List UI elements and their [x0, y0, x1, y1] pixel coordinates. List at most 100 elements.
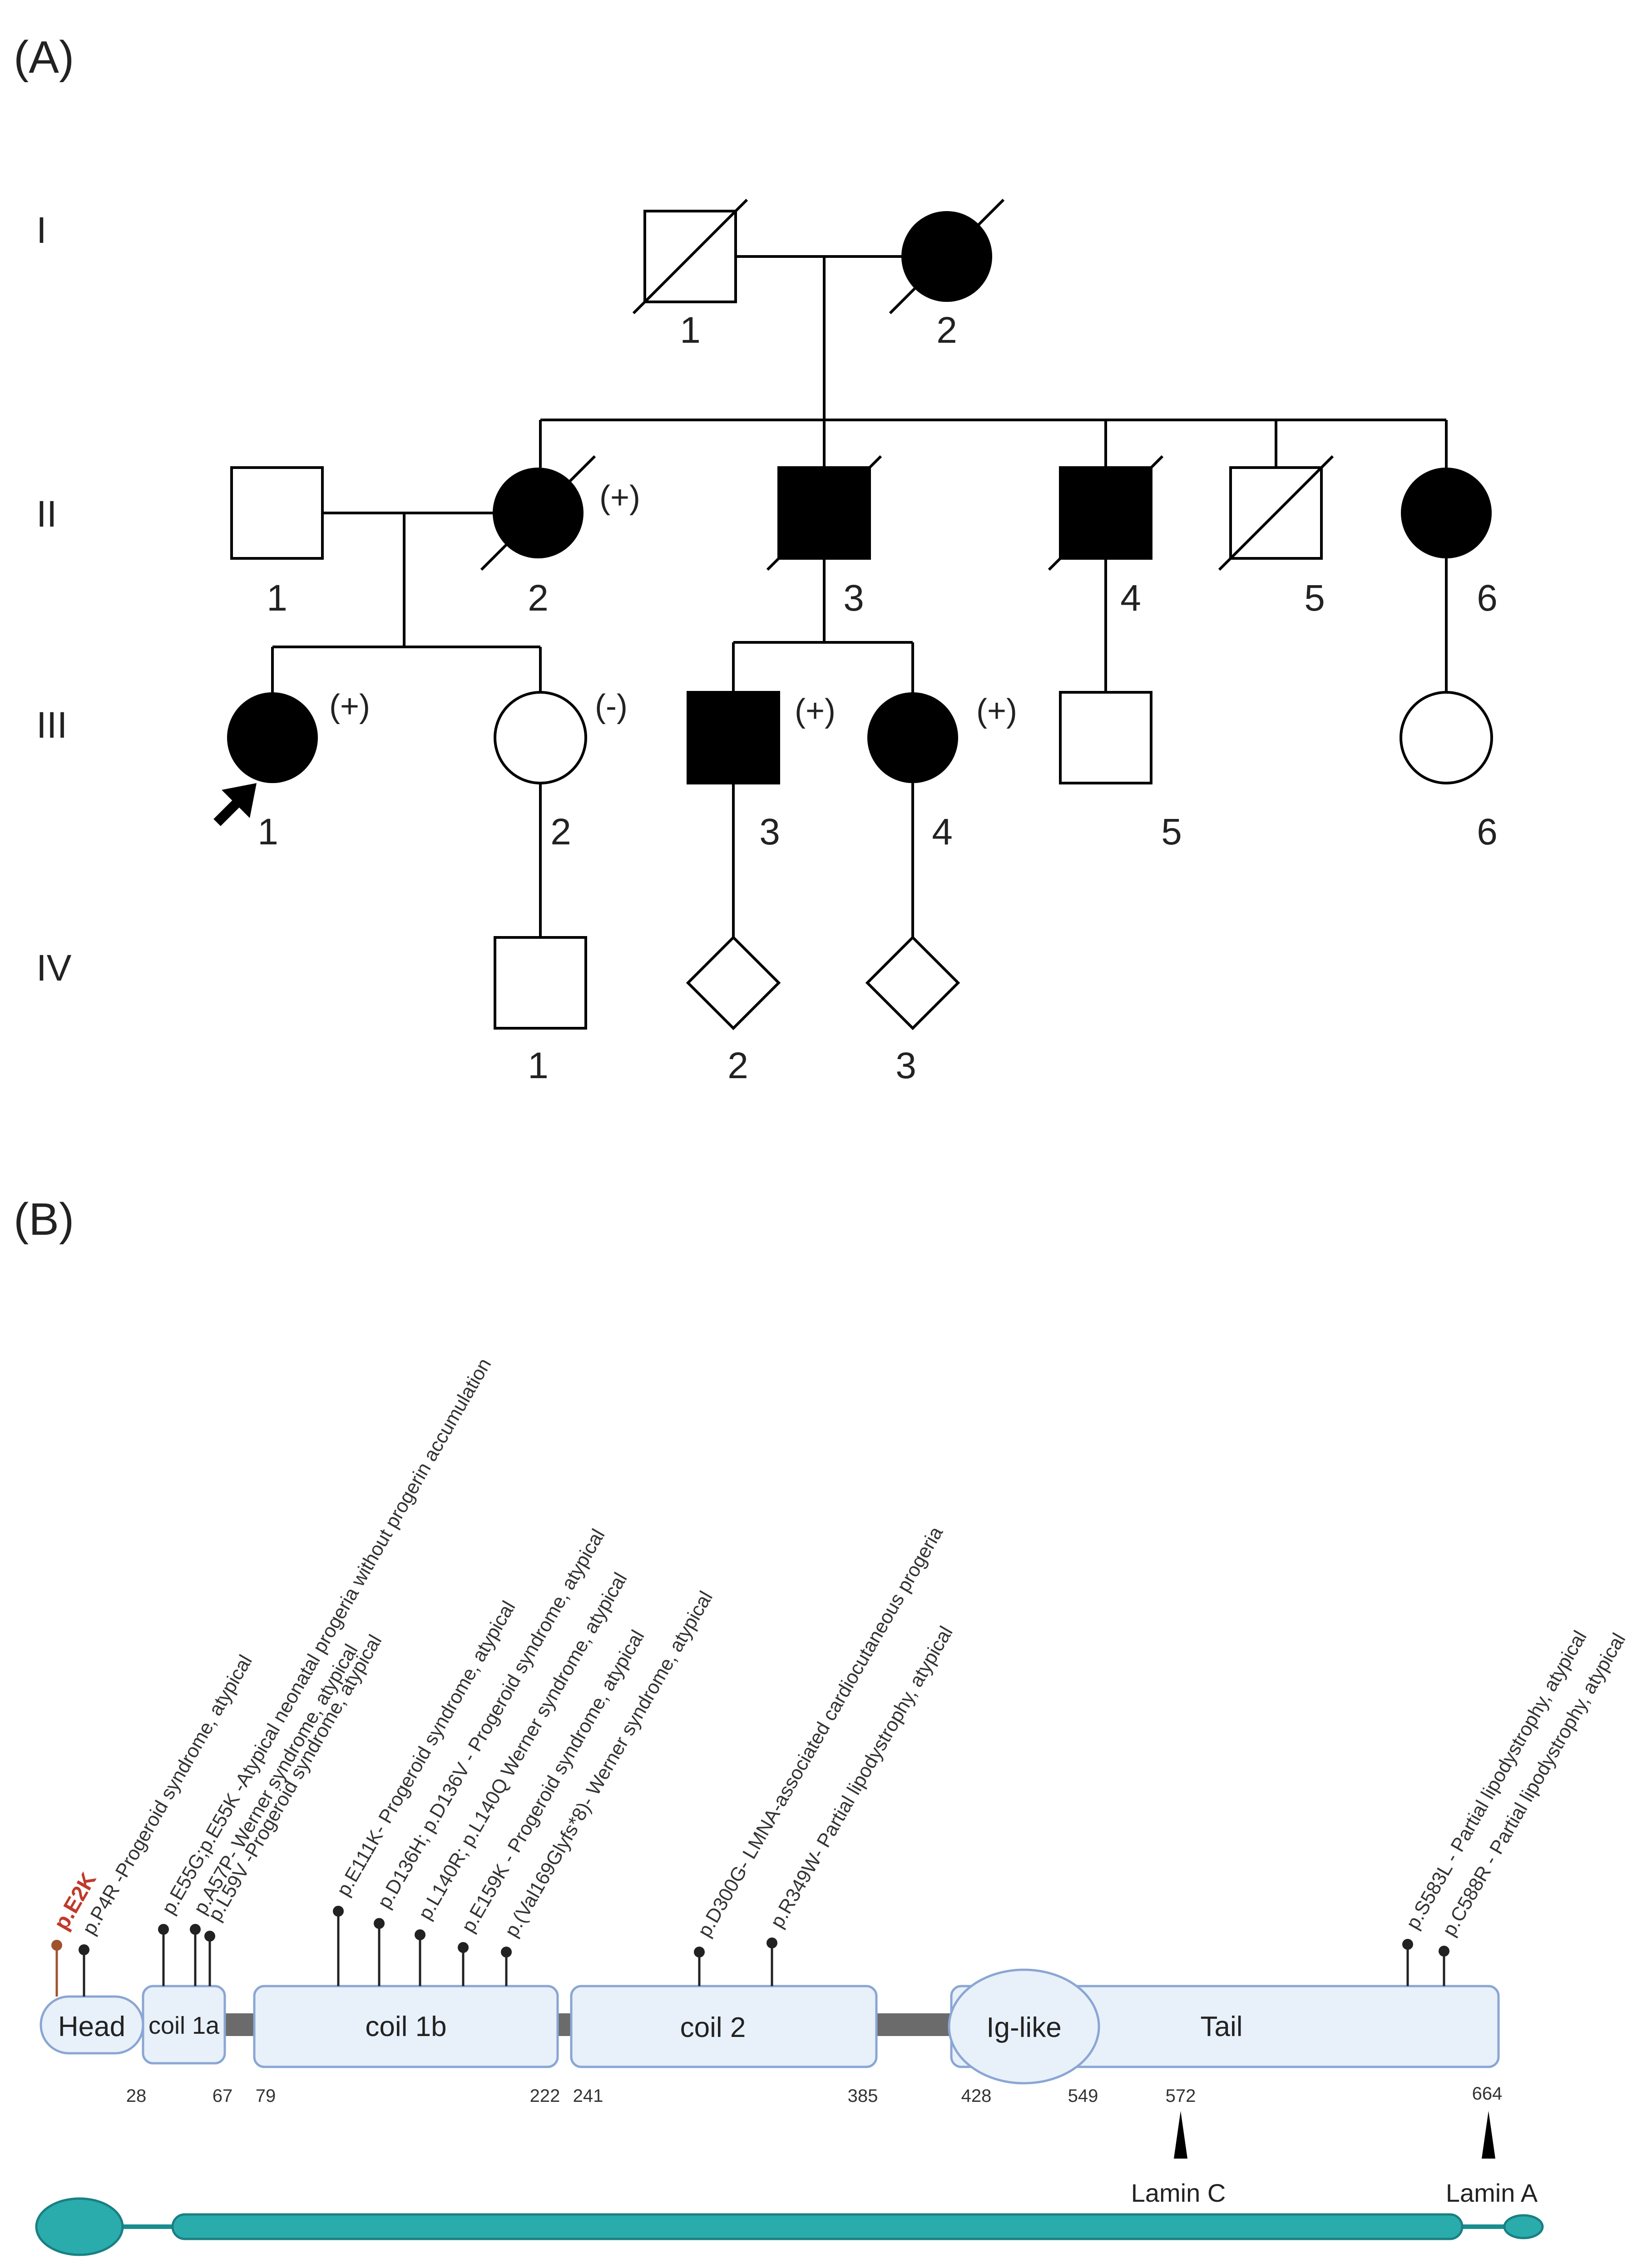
- label-ii-5: 5: [1304, 577, 1325, 619]
- individual-iii-4: [867, 692, 958, 783]
- test-result-iii-1: (+): [329, 688, 370, 725]
- domain-coil-2-label: coil 2: [680, 2012, 746, 2043]
- mutation-pin-head: [1439, 1946, 1449, 1957]
- position-664: 664: [1472, 2084, 1503, 2104]
- individual-iii-2: [494, 691, 587, 784]
- label-iii-1: 1: [257, 811, 278, 853]
- domain-coil-1b-label: coil 1b: [365, 2011, 446, 2042]
- pedigree-lines: [271, 255, 1448, 937]
- lamin-a-label: Lamin A: [1446, 2179, 1538, 2207]
- mutation-label: p.D300G- LMNA-associated cardiocutaneous…: [693, 1523, 947, 1941]
- mutation-label: p.D136H; p.D136V - Progeroid syndrome, a…: [373, 1525, 609, 1912]
- label-i-1: 1: [680, 310, 701, 351]
- label-ii-2: 2: [528, 577, 549, 619]
- label-iii-6: 6: [1477, 811, 1498, 853]
- individual-iii-3: [687, 691, 780, 784]
- position-222: 222: [530, 2086, 560, 2106]
- generation-label-iv: IV: [36, 947, 72, 989]
- generation-label-ii: II: [36, 493, 57, 535]
- label-iv-2: 2: [727, 1045, 748, 1086]
- mutation-label: p.L140R; p.L140Q Werner syndrome, atypic…: [414, 1569, 632, 1923]
- mutation-pin-head: [374, 1918, 385, 1929]
- panel-b-label: (B): [14, 1194, 74, 1245]
- mutation-label: p.C588R - Partial lipodystrophy, atypica…: [1438, 1629, 1630, 1940]
- individual-ii-2: [480, 455, 596, 571]
- individual-iv-1: [494, 936, 587, 1030]
- panel-a-label: (A): [14, 32, 74, 83]
- position-79: 79: [256, 2086, 276, 2106]
- mutation-pin-head: [694, 1947, 705, 1957]
- mutation-pin-head: [79, 1944, 89, 1955]
- position-549: 549: [1068, 2086, 1098, 2106]
- domain-head-label: Head: [58, 2011, 125, 2042]
- individual-iii-6: [1400, 691, 1493, 784]
- position-241: 241: [573, 2086, 603, 2106]
- label-iii-3: 3: [759, 811, 780, 853]
- mutation-pin-head: [51, 1940, 62, 1951]
- mutation-pin-head: [458, 1942, 469, 1953]
- mutation-pin-head: [158, 1924, 169, 1935]
- lamin-a-marker-icon: [1482, 2111, 1495, 2159]
- mutation-pin-head: [501, 1947, 512, 1957]
- label-ii-6: 6: [1477, 577, 1498, 619]
- lamin-c-label: Lamin C: [1131, 2179, 1226, 2207]
- lamin-c-marker-icon: [1174, 2111, 1187, 2159]
- label-ii-3: 3: [843, 577, 864, 619]
- individual-ii-5: [1218, 455, 1334, 571]
- test-result-iii-2: (-): [595, 688, 628, 725]
- individual-iv-2: [686, 935, 781, 1030]
- proband-arrow-icon: [213, 783, 257, 826]
- domain-coil-1a: [142, 1985, 226, 2065]
- test-result-iii-4: (+): [976, 693, 1017, 729]
- mutation-label: p.S583L - Partial lipodystrophy, atypica…: [1402, 1627, 1591, 1933]
- individual-iv-3: [865, 935, 960, 1030]
- lamin-schematic: [35, 2197, 1544, 2256]
- mutation-pin-head: [415, 1929, 425, 1940]
- label-iii-5: 5: [1161, 811, 1182, 853]
- individual-ii-3: [766, 455, 882, 571]
- linker-l2: [876, 2013, 951, 2036]
- individual-iii-1: [227, 692, 318, 783]
- panel-a: (A) I II III IV: [14, 32, 1498, 1086]
- mutation-pin-head: [333, 1906, 344, 1917]
- mutation-label: p.A57P- Werner syndrome, atypical: [189, 1641, 362, 1918]
- mutation-pin-head: [1402, 1939, 1413, 1950]
- domain-coil-1b: [253, 1985, 559, 2068]
- position-572: 572: [1166, 2086, 1196, 2106]
- individual-i-1: [632, 198, 748, 315]
- label-iii-4: 4: [932, 811, 953, 853]
- label-iv-1: 1: [528, 1045, 549, 1086]
- position-385: 385: [848, 2086, 878, 2106]
- mutation-pin-head: [190, 1924, 201, 1935]
- position-28: 28: [126, 2086, 147, 2106]
- linker-l1: [223, 2013, 254, 2036]
- label-ii-1: 1: [267, 577, 287, 619]
- linker-l12: [558, 2013, 571, 2036]
- domain-ig-like-label: Ig-like: [986, 2012, 1061, 2043]
- test-result-ii-2: (+): [599, 479, 640, 516]
- individual-i-2: [889, 198, 1005, 315]
- mutation-label: p.E55G;p.E55K -Atypical neonatal progeri…: [158, 1355, 495, 1918]
- label-iii-2: 2: [550, 811, 571, 853]
- domain-tail-label: Tail: [1200, 2011, 1242, 2042]
- domain-coil-2: [570, 1985, 878, 2068]
- individual-ii-1: [230, 466, 324, 560]
- label-ii-4: 4: [1120, 577, 1141, 619]
- domain-coil-1a-label: coil 1a: [148, 2012, 220, 2039]
- individual-ii-4: [1048, 455, 1164, 571]
- generation-label-i: I: [36, 210, 47, 251]
- individual-ii-6: [1401, 468, 1492, 558]
- mutation-pin-head: [767, 1938, 777, 1948]
- label-iv-3: 3: [895, 1045, 916, 1086]
- domain-ig-like: [948, 1968, 1100, 2085]
- test-result-iii-3: (+): [795, 693, 836, 729]
- position-67: 67: [213, 2086, 233, 2106]
- individual-iii-5: [1059, 691, 1152, 784]
- mutation-pin-head: [204, 1931, 215, 1942]
- label-i-2: 2: [936, 310, 957, 351]
- generation-label-iii: III: [36, 705, 67, 746]
- position-428: 428: [961, 2086, 992, 2106]
- panel-b: (B) Head coil 1a coil 1b coil 2 Ig-like …: [14, 1194, 1630, 2256]
